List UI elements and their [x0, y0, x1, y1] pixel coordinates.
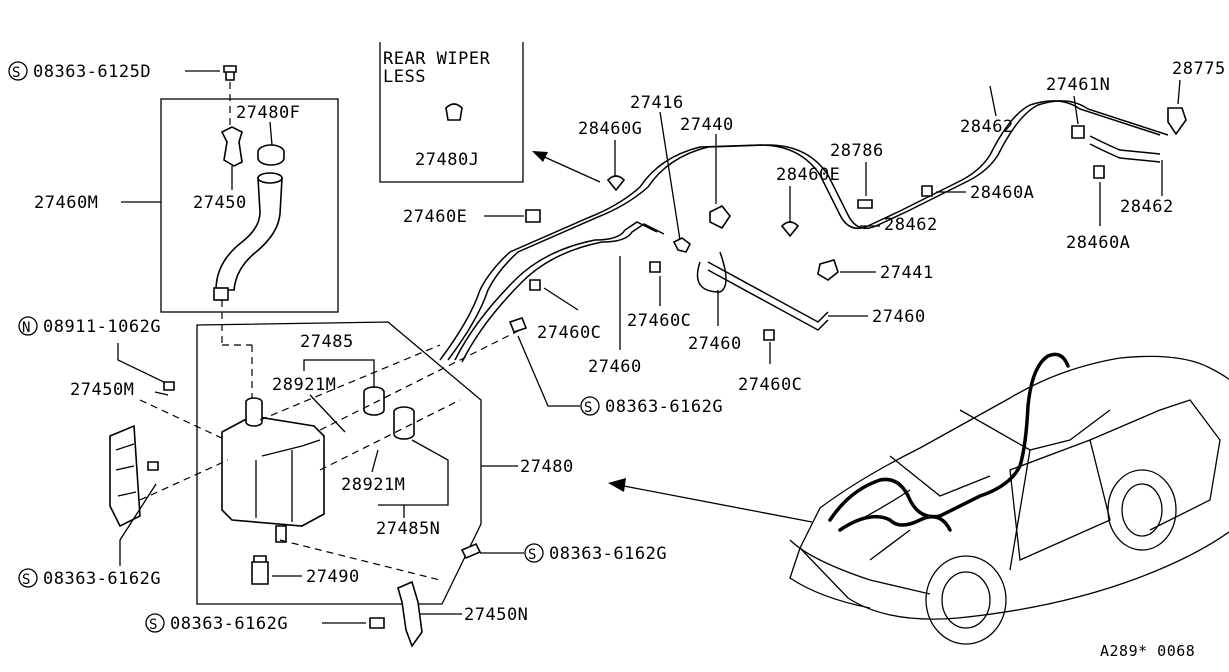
- grommet-icon: [445, 103, 463, 121]
- bracket-27450N-icon: [397, 580, 423, 648]
- part-label-p27460b: 27460: [688, 334, 742, 354]
- part-label-p27485N: 27485N: [376, 519, 440, 539]
- nut-label-n1: N 08911-1062G: [18, 316, 161, 337]
- screw-label-s2: S 08363-6162G: [18, 568, 161, 589]
- part-label-p28462c: 28462: [1120, 197, 1174, 217]
- part-label-p27450N: 27450N: [464, 605, 528, 625]
- part-label-p27460C1: 27460C: [537, 323, 601, 343]
- symbol-letter: S: [12, 65, 21, 81]
- part-label-p28462a: 28462: [884, 215, 938, 235]
- part-label-p28460A1: 28460A: [970, 183, 1034, 203]
- symbol-letter: S: [528, 547, 537, 563]
- bracket-27450M-icon: [109, 424, 141, 528]
- part-label-p27460C3: 27460C: [738, 375, 802, 395]
- joint-27416-icon: [672, 237, 692, 253]
- part-label-p28775: 28775: [1172, 59, 1226, 79]
- part-label-p27460C2: 27460C: [627, 311, 691, 331]
- arrow-icon: [608, 478, 626, 492]
- screw-icon: [223, 65, 237, 81]
- nozzle-27441-icon: [817, 259, 839, 281]
- screw-label-s4: S 08363-6162G: [145, 613, 385, 634]
- part-label-p27416: 27416: [630, 93, 684, 113]
- part-label-p28921Mb: 28921M: [341, 475, 405, 495]
- nozzle-27440-icon: [709, 204, 731, 230]
- part-label-s5: 08363-6162G: [605, 397, 723, 417]
- washer-tank-icon: [221, 415, 325, 527]
- part-label-s3: 08363-6162G: [549, 544, 667, 564]
- bracket-27450-icon: [220, 126, 243, 167]
- cap-27480F-icon: [257, 144, 285, 166]
- part-label-p28786: 28786: [830, 141, 884, 161]
- part-label-s4: 08363-6162G: [170, 614, 288, 634]
- part-label-p27460E: 27460E: [403, 207, 467, 227]
- level-sensor-icon: [251, 555, 269, 585]
- filler-neck-icon: [215, 177, 283, 291]
- tank-assembly-box: [196, 321, 482, 605]
- part-label-p27461N: 27461N: [1046, 75, 1110, 95]
- part-label-p27441: 27441: [880, 263, 934, 283]
- arrow-icon: [532, 151, 548, 162]
- part-label-p27485a: 27485: [300, 332, 354, 352]
- note-line1: REAR WIPER: [383, 49, 491, 69]
- part-label-p27450M: 27450M: [70, 380, 134, 400]
- screw-label-s3: S 08363-6162G: [460, 542, 667, 564]
- note-line2: LESS: [383, 67, 426, 87]
- part-label-p27460a: 27460: [588, 357, 642, 377]
- symbol-letter: N: [22, 320, 31, 336]
- part-label-p27480F: 27480F: [236, 103, 300, 123]
- filler-neck-box: [160, 98, 339, 313]
- part-label-s2: 08363-6162G: [43, 569, 161, 589]
- pump-lower-icon: [393, 406, 415, 440]
- screw-label-s1: S 08363-6125D: [8, 61, 237, 82]
- part-label-p28921Ma: 28921M: [272, 375, 336, 395]
- screw-label-s5: S 08363-6162G: [580, 396, 723, 417]
- nozzle-28775-icon: [1167, 107, 1187, 136]
- part-label-p28462b: 28462: [960, 117, 1014, 137]
- part-label-p28460A2: 28460A: [1066, 233, 1130, 253]
- part-label-p28460G: 28460G: [578, 119, 642, 139]
- part-label-p27460c: 27460: [872, 307, 926, 327]
- part-label-p28460E: 28460E: [776, 165, 840, 185]
- symbol-letter: S: [22, 572, 31, 588]
- part-label-p27490: 27490: [306, 567, 360, 587]
- symbol-letter: S: [149, 617, 158, 633]
- part-label-p27450: 27450: [193, 193, 247, 213]
- pump-upper-icon: [363, 386, 385, 416]
- clip-28460G-icon: [606, 175, 626, 192]
- part-label-p27460M: 27460M: [34, 193, 98, 213]
- note-part: 27480J: [415, 150, 479, 170]
- rear-wiper-less-note: REAR WIPER LESS 27480J: [379, 42, 524, 183]
- ref-code: A289* 0068: [1100, 642, 1195, 660]
- car-illustration: [789, 352, 1229, 645]
- rear-hose: [439, 100, 1161, 361]
- part-label-p27480: 27480: [520, 457, 574, 477]
- part-label-p27440: 27440: [680, 115, 734, 135]
- part-label-n1: 08911-1062G: [43, 317, 161, 337]
- part-label-s1: 08363-6125D: [33, 62, 151, 82]
- symbol-letter: S: [584, 400, 593, 416]
